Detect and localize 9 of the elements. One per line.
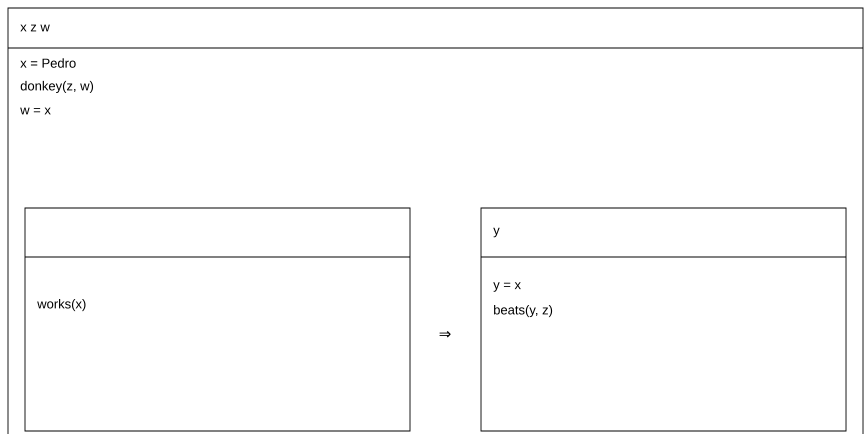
referent-text: y [493, 228, 500, 238]
condition-text: y = x [493, 282, 521, 292]
referent-text: x z w [20, 24, 50, 32]
condition-text: x = Pedro [20, 58, 76, 68]
condition-text: beats(y, z) [494, 304, 552, 318]
implication-symbol: ⇒ [440, 331, 451, 338]
condition-text: donkey(z, w) [20, 80, 94, 94]
condition-text: works(x) [37, 298, 86, 312]
condition-text: w = x [20, 108, 51, 114]
